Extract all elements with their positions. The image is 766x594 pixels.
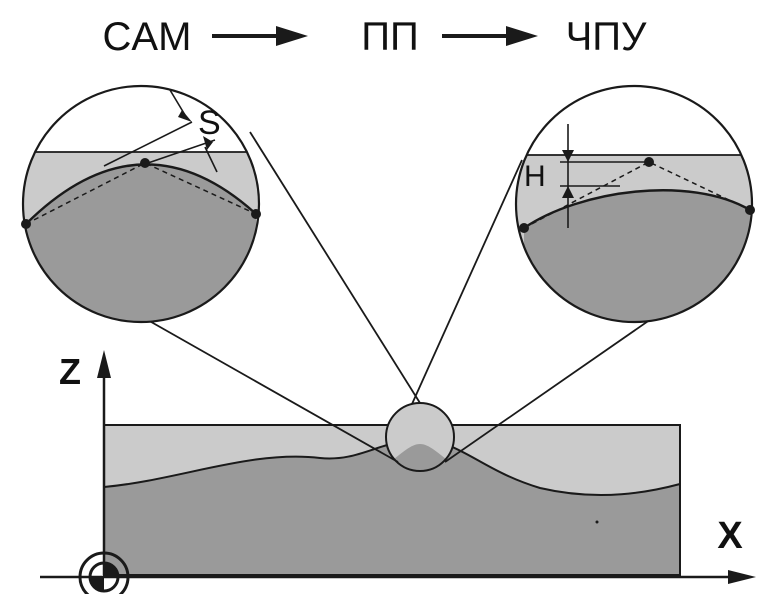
- x-axis-label: X: [717, 515, 743, 557]
- coordinate-axes: Z X: [40, 350, 756, 594]
- zoom-circle-left: S: [21, 84, 261, 324]
- dimension-s-label: S: [198, 104, 221, 142]
- z-axis-label: Z: [59, 351, 81, 392]
- magnifier-spot: [385, 402, 455, 472]
- dimension-h-label: H: [524, 160, 546, 193]
- flow-step-cam: CAM: [103, 15, 192, 59]
- flow-arrow-2: [442, 26, 538, 46]
- speck: [595, 520, 599, 524]
- flow-step-pp: ПП: [361, 15, 419, 59]
- zoom-circle-right: H: [514, 84, 755, 324]
- flow-arrow-1: [212, 26, 308, 46]
- origin-symbol-icon: [78, 551, 130, 594]
- flow-step-cnc: ЧПУ: [566, 15, 647, 59]
